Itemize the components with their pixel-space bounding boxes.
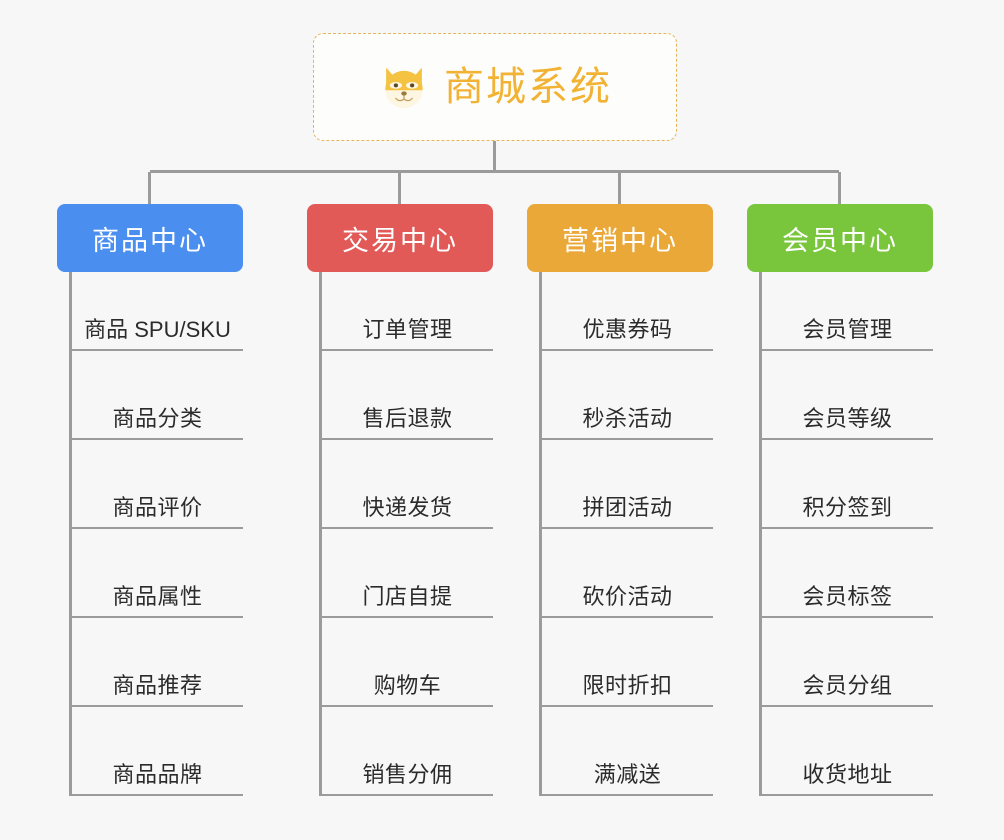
dog-face-icon <box>378 61 430 113</box>
leaf-label: 商品分类 <box>112 405 203 431</box>
list-item[interactable]: 商品 SPU/SKU <box>72 272 243 351</box>
category-box-0[interactable]: 商品中心 <box>57 204 243 272</box>
leaf-label: 限时折扣 <box>582 672 673 698</box>
list-item[interactable]: 会员管理 <box>762 272 933 351</box>
leaf-label: 门店自提 <box>362 583 453 609</box>
category-box-3[interactable]: 会员中心 <box>747 204 933 272</box>
connector-root-stem <box>493 141 496 172</box>
leaf-list-1: 订单管理 售后退款 快递发货 门店自提 购物车 销售分佣 <box>319 272 493 796</box>
list-item[interactable]: 商品分类 <box>72 351 243 440</box>
leaf-label: 快递发货 <box>362 494 453 520</box>
list-item[interactable]: 订单管理 <box>322 272 493 351</box>
list-item[interactable]: 收货地址 <box>762 707 933 796</box>
connector-drop-0 <box>148 172 151 206</box>
leaf-label: 售后退款 <box>362 405 453 431</box>
leaf-label: 秒杀活动 <box>582 405 673 431</box>
leaf-label: 优惠券码 <box>582 316 673 342</box>
leaf-label: 满减送 <box>593 761 662 787</box>
leaf-label: 销售分佣 <box>362 761 453 787</box>
list-item[interactable]: 商品属性 <box>72 529 243 618</box>
list-item[interactable]: 销售分佣 <box>322 707 493 796</box>
leaf-label: 收货地址 <box>802 761 893 787</box>
category-box-2[interactable]: 营销中心 <box>527 204 713 272</box>
leaf-label: 积分签到 <box>802 494 893 520</box>
leaf-label: 会员标签 <box>802 583 893 609</box>
category-label-2: 营销中心 <box>562 225 678 256</box>
leaf-label: 会员分组 <box>802 672 893 698</box>
list-item[interactable]: 商品品牌 <box>72 707 243 796</box>
leaf-list-0: 商品 SPU/SKU 商品分类 商品评价 商品属性 商品推荐 商品品牌 <box>69 272 243 796</box>
list-item[interactable]: 秒杀活动 <box>542 351 713 440</box>
category-label-3: 会员中心 <box>782 225 898 256</box>
root-title: 商城系统 <box>444 65 612 109</box>
category-label-0: 商品中心 <box>92 225 208 256</box>
root-node[interactable]: 商城系统 <box>313 33 677 141</box>
list-item[interactable]: 售后退款 <box>322 351 493 440</box>
leaf-label: 砍价活动 <box>582 583 673 609</box>
leaf-label: 商品评价 <box>112 494 203 520</box>
leaf-label: 购物车 <box>373 672 442 698</box>
list-item[interactable]: 快递发货 <box>322 440 493 529</box>
connector-drop-3 <box>838 172 841 206</box>
leaf-label: 会员管理 <box>802 316 893 342</box>
list-item[interactable]: 拼团活动 <box>542 440 713 529</box>
leaf-label: 拼团活动 <box>582 494 673 520</box>
list-item[interactable]: 商品评价 <box>72 440 243 529</box>
list-item[interactable]: 会员标签 <box>762 529 933 618</box>
list-item[interactable]: 满减送 <box>542 707 713 796</box>
connector-drop-1 <box>398 172 401 206</box>
leaf-list-2: 优惠券码 秒杀活动 拼团活动 砍价活动 限时折扣 满减送 <box>539 272 713 796</box>
list-item[interactable]: 购物车 <box>322 618 493 707</box>
leaf-label: 商品推荐 <box>112 672 203 698</box>
category-box-1[interactable]: 交易中心 <box>307 204 493 272</box>
connector-bus-bar <box>150 170 839 173</box>
list-item[interactable]: 门店自提 <box>322 529 493 618</box>
list-item[interactable]: 限时折扣 <box>542 618 713 707</box>
leaf-label: 商品品牌 <box>112 761 203 787</box>
leaf-label: 商品属性 <box>112 583 203 609</box>
list-item[interactable]: 会员等级 <box>762 351 933 440</box>
category-label-1: 交易中心 <box>342 225 458 256</box>
connector-drop-2 <box>618 172 621 206</box>
list-item[interactable]: 会员分组 <box>762 618 933 707</box>
leaf-list-3: 会员管理 会员等级 积分签到 会员标签 会员分组 收货地址 <box>759 272 933 796</box>
leaf-label: 商品 SPU/SKU <box>84 316 231 342</box>
list-item[interactable]: 优惠券码 <box>542 272 713 351</box>
list-item[interactable]: 积分签到 <box>762 440 933 529</box>
list-item[interactable]: 砍价活动 <box>542 529 713 618</box>
leaf-label: 会员等级 <box>802 405 893 431</box>
leaf-label: 订单管理 <box>362 316 453 342</box>
list-item[interactable]: 商品推荐 <box>72 618 243 707</box>
